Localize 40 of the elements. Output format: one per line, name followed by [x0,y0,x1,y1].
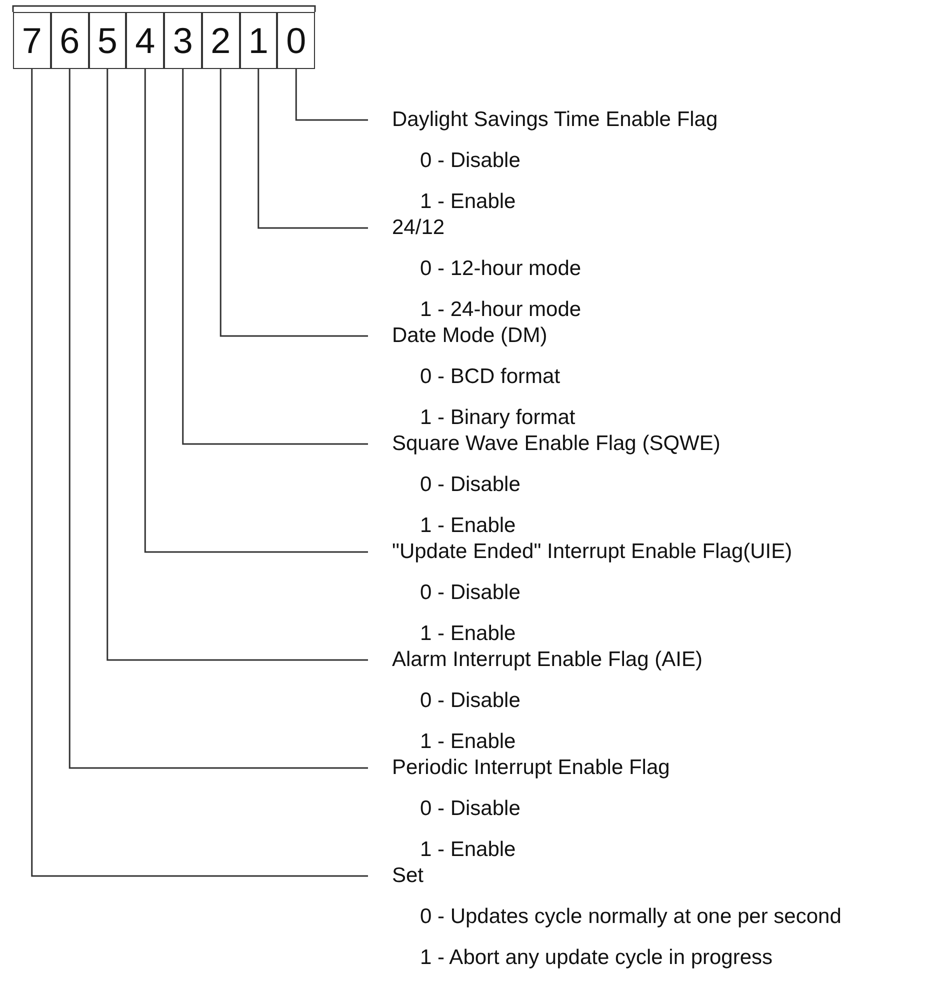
field-name: Daylight Savings Time Enable Flag [392,107,718,133]
bit-number: 7 [13,12,51,69]
bit-number: 0 [277,12,315,69]
option-description: 0 - Disable [420,472,522,498]
bit-number: 3 [164,12,202,69]
option-description: 0 - Disable [420,796,522,822]
leader-line [220,69,368,337]
option-description: 0 - Disable [420,580,522,606]
field-name: 24/12 [392,215,446,241]
option-description: 0 - 12-hour mode [420,256,582,282]
leader-line [295,69,368,121]
option-description: 0 - BCD format [420,364,562,390]
bit-number: 2 [202,12,240,69]
option-description: 1 - Enable [420,621,517,647]
option-description: 1 - Binary format [420,405,576,431]
bit-number: 1 [240,12,278,69]
leader-line [106,69,368,661]
option-description: 1 - Enable [420,837,517,863]
option-description: 0 - Disable [420,688,522,714]
leader-line [182,69,368,445]
leader-line [258,69,368,229]
bit-number: 4 [126,12,164,69]
leader-line [68,69,368,769]
leader-line [31,69,368,877]
option-description: 1 - Enable [420,729,517,755]
option-description: 1 - Abort any update cycle in progress [420,945,774,971]
field-name: Periodic Interrupt Enable Flag [392,755,670,781]
field-name: Date Mode (DM) [392,323,548,349]
field-name: "Update Ended" Interrupt Enable Flag(UIE) [392,539,792,565]
field-name: Set [392,863,425,889]
option-description: 1 - 24-hour mode [420,297,582,323]
option-description: 0 - Disable [420,148,522,174]
field-name: Alarm Interrupt Enable Flag (AIE) [392,647,702,673]
option-description: 1 - Enable [420,189,517,215]
field-name: Square Wave Enable Flag (SQWE) [392,431,720,457]
bit-number: 6 [50,12,88,69]
leader-line [144,69,368,553]
bit-number: 5 [88,12,126,69]
option-description: 1 - Enable [420,513,517,539]
option-description: 0 - Updates cycle normally at one per second [420,904,842,930]
